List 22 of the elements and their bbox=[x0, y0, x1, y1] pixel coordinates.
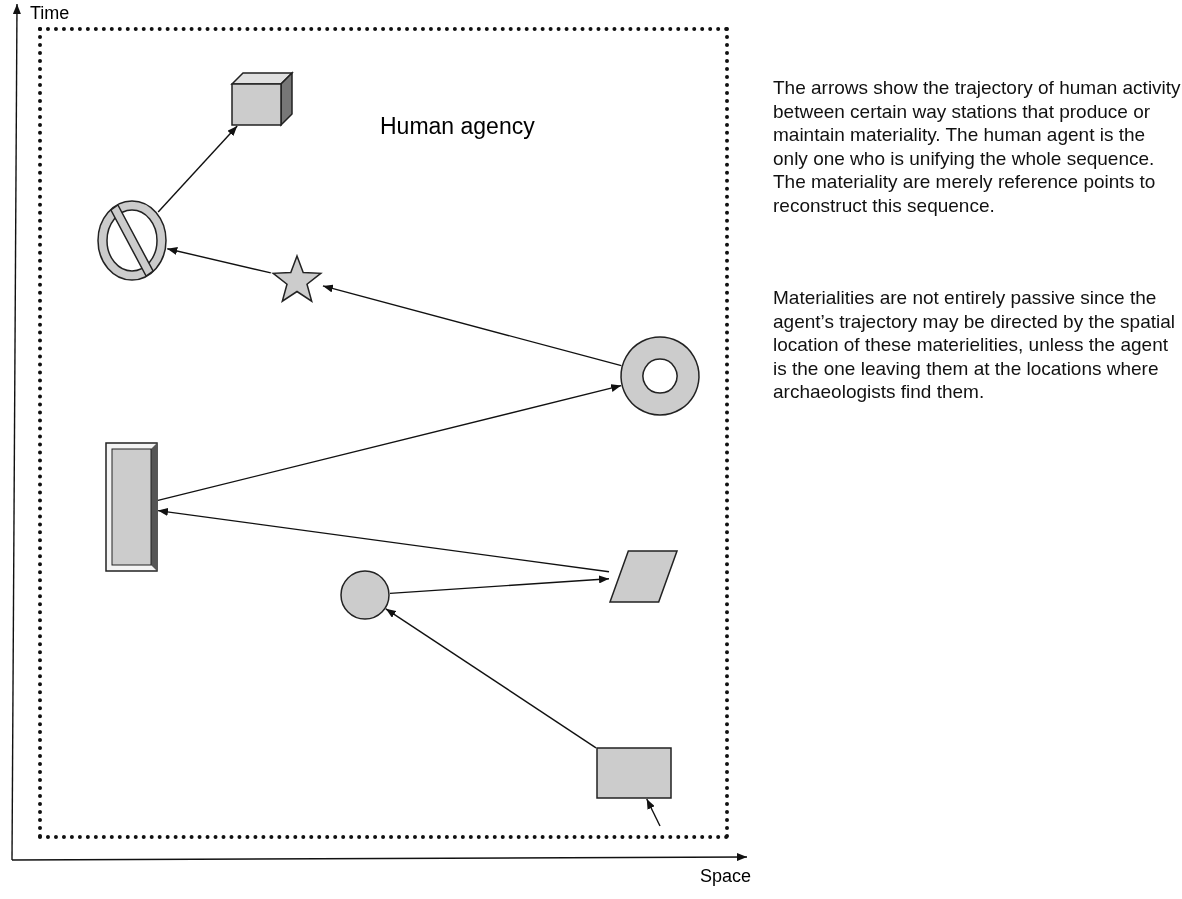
frame-title: Human agency bbox=[380, 113, 535, 140]
dotted-frame bbox=[38, 27, 729, 839]
arrow bbox=[385, 608, 597, 749]
parallelogram-shape bbox=[609, 550, 678, 603]
arrow bbox=[157, 384, 622, 502]
circle-shape bbox=[340, 570, 390, 620]
arrow bbox=[157, 125, 238, 213]
description-text: The arrows show the trajectory of human activity between certain way stations that produce or maintain materiality. The human agent is the only one who is unifying the whole sequence. The materiality are merely reference points to reconstruct this sequence. bbox=[773, 76, 1182, 217]
star-shape bbox=[270, 254, 324, 304]
arrow bbox=[157, 508, 610, 573]
arrow bbox=[646, 798, 661, 827]
axis-label: Time bbox=[30, 3, 70, 24]
arrow bbox=[166, 247, 272, 274]
description-text: Materialities are not entirely passive since the agent’s trajectory may be directed by the spatial location of these materielities, unless the agent is the one leaving them at the locations where archaeologists find them. bbox=[773, 286, 1177, 404]
ring-shape bbox=[620, 336, 700, 416]
cube-shape bbox=[231, 72, 293, 126]
bevelled-bar-shape bbox=[105, 442, 158, 572]
arrow bbox=[322, 284, 623, 367]
arrow bbox=[389, 575, 610, 595]
rectangle-shape bbox=[596, 747, 672, 799]
no-entry-sign bbox=[96, 199, 168, 282]
axis-label: Space bbox=[700, 866, 752, 887]
